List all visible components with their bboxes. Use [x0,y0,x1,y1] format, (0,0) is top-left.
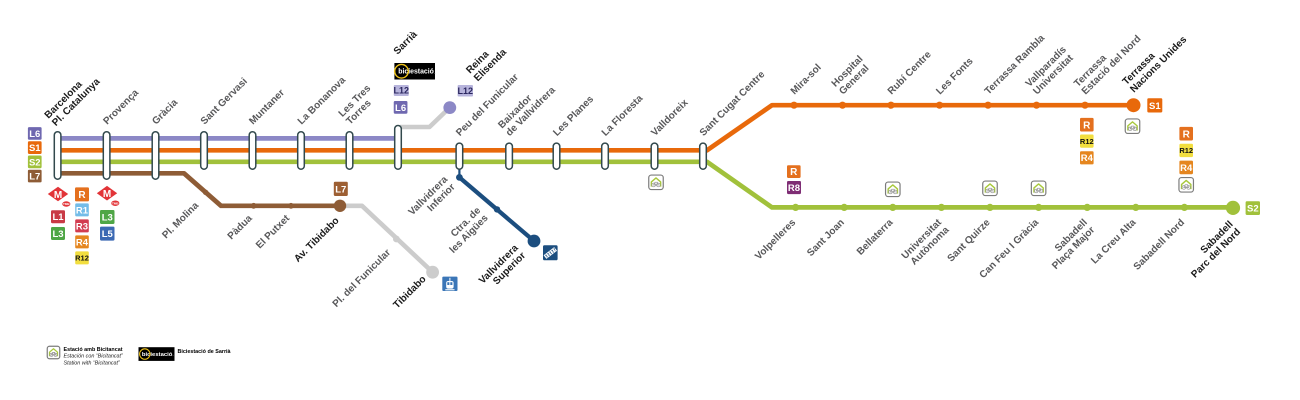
svg-text:R1: R1 [76,205,89,216]
svg-text:Bellaterra: Bellaterra [855,217,896,258]
svg-text:R8: R8 [788,183,800,194]
svg-text:L7: L7 [29,171,40,182]
svg-text:VallvidreraSuperior: VallvidreraSuperior [477,243,528,294]
svg-text:Sant Cugat Centre: Sant Cugat Centre [698,69,768,139]
svg-text:Les Fonts: Les Fonts [934,56,975,97]
svg-text:HospitalGeneral: HospitalGeneral [830,54,873,97]
svg-text:TMB: TMB [63,202,70,206]
svg-text:M: M [54,190,62,201]
svg-text:ReinaElisenda: ReinaElisenda [464,39,509,84]
svg-text:R12: R12 [1080,137,1094,146]
svg-text:TMB: TMB [112,201,119,205]
svg-text:R4: R4 [1081,153,1094,164]
svg-text:Les Planes: Les Planes [551,94,596,139]
svg-text:biciestació..: biciestació.. [142,352,174,358]
svg-text:Biciestació de Sarrià: Biciestació de Sarrià [178,349,232,355]
svg-text:Les TresTorres: Les TresTorres [337,83,381,127]
svg-text:Pàdua: Pàdua [226,213,255,242]
svg-text:L1: L1 [52,212,64,223]
svg-text:R12: R12 [1179,146,1193,155]
svg-text:Sant Quirze: Sant Quirze [946,217,993,264]
svg-text:La Creu Alta: La Creu Alta [1089,217,1138,266]
svg-text:Estació amb Bicitancat: Estació amb Bicitancat [64,347,123,353]
svg-text:Station with “Bicitancat”: Station with “Bicitancat” [64,360,121,366]
svg-text:S1: S1 [29,143,41,154]
svg-text:R: R [1083,120,1091,131]
svg-text:Sarrià: Sarrià [392,29,420,57]
svg-text:S2: S2 [29,157,41,168]
svg-text:VallvidreraInferior: VallvidreraInferior [407,174,458,225]
svg-text:Mira-sol: Mira-sol [789,62,824,97]
svg-text:M: M [103,189,111,200]
svg-text:L5: L5 [102,229,114,240]
svg-text:Tibidabo: Tibidabo [392,274,429,311]
svg-text:Rubí Centre: Rubí Centre [886,49,934,97]
svg-text:Valldoreix: Valldoreix [649,97,690,138]
svg-text:Muntaner: Muntaner [247,87,287,127]
svg-text:R12: R12 [75,254,89,263]
svg-text:BarcelonaPl. Catalunya: BarcelonaPl. Catalunya [43,69,103,129]
svg-text:R: R [1183,129,1191,140]
svg-text:TerrassaNacions Unides: TerrassaNacions Unides [1121,26,1190,95]
svg-text:R3: R3 [76,221,88,232]
svg-text:Av. Tibidabo: Av. Tibidabo [292,215,341,264]
svg-text:L6: L6 [395,103,406,114]
svg-text:Volpelleres: Volpelleres [753,217,798,262]
svg-text:L6: L6 [29,129,40,140]
svg-text:Sant Joan: Sant Joan [805,217,847,259]
svg-text:L3: L3 [102,212,113,223]
svg-text:Pl. Molina: Pl. Molina [160,200,201,241]
svg-text:Sabadell Nord: Sabadell Nord [1132,217,1187,272]
svg-text:Provença: Provença [101,87,141,127]
svg-text:Sant Gervasi: Sant Gervasi [199,76,250,127]
svg-text:R4: R4 [1180,163,1193,174]
svg-text:UniversitatAutònoma: UniversitatAutònoma [900,217,952,269]
svg-text:L7: L7 [335,184,346,195]
svg-text:L12: L12 [393,86,409,96]
svg-text:L12: L12 [458,86,474,96]
svg-text:La Floresta: La Floresta [600,93,646,139]
svg-text:S1: S1 [1149,101,1161,112]
svg-text:El Putxet: El Putxet [254,213,293,252]
svg-text:R: R [78,190,86,201]
svg-text:R: R [790,167,798,178]
svg-text:Pl. del Funicular: Pl. del Funicular [331,247,393,309]
svg-text:SabadellParc del Nord: SabadellParc del Nord [1182,219,1243,280]
svg-text:Ctra. deles Aigües: Ctra. deles Aigües [440,205,491,256]
svg-text:Estación con “Bicitancat”: Estación con “Bicitancat” [64,354,124,360]
svg-text:Gràcia: Gràcia [150,97,180,127]
svg-text:biciestació..: biciestació.. [398,69,436,76]
svg-text:La Bonanova: La Bonanova [296,75,348,127]
svg-text:R4: R4 [76,237,89,248]
svg-text:L3: L3 [52,229,63,240]
svg-text:SabadellPlaça Major: SabadellPlaça Major [1043,217,1098,272]
svg-text:S2: S2 [1247,204,1259,215]
